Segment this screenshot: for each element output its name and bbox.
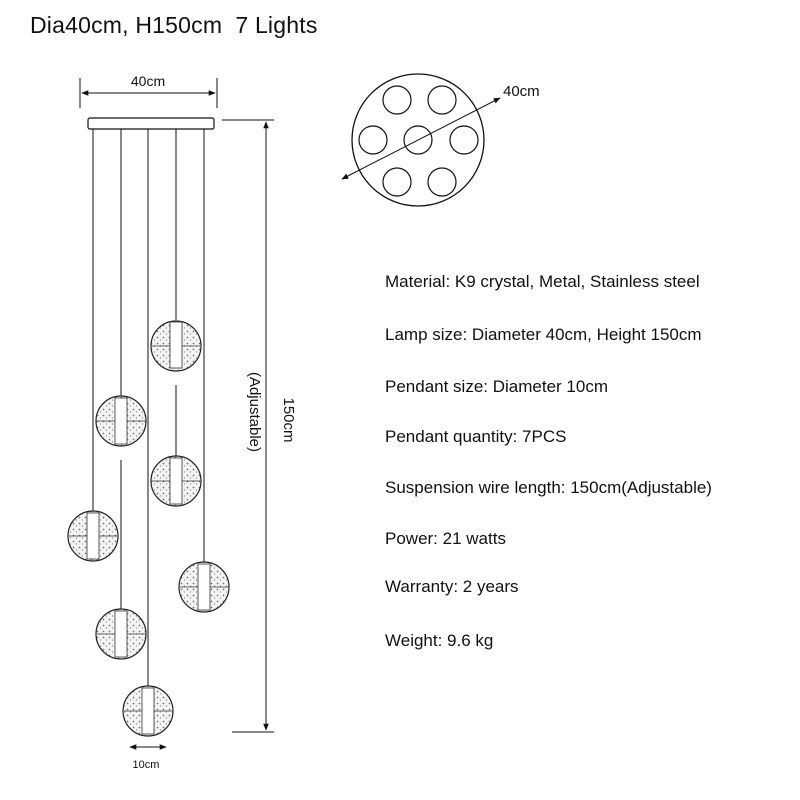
canopy <box>87 117 215 130</box>
spec-warranty: Warranty: 2 years <box>385 577 519 596</box>
spec-power: Power: 21 watts <box>385 529 506 548</box>
pendant <box>95 608 147 660</box>
spec-weight: Weight: 9.6 kg <box>385 631 494 650</box>
pendant-width-dimension: 10cm <box>129 744 167 771</box>
spec-lamp-size: Lamp size: Diameter 40cm, Height 150cm <box>385 325 702 344</box>
pendant <box>150 320 202 372</box>
suspension-wires <box>92 129 205 686</box>
height-label: 150cm <box>280 397 297 442</box>
plan-view: 40cm <box>341 73 540 207</box>
product-title: Dia40cm, H150cm 7 Lights <box>30 12 318 38</box>
pendant <box>178 561 230 613</box>
pendant-width-label: 10cm <box>133 759 160 771</box>
spec-pendant-size: Pendant size: Diameter 10cm <box>385 377 608 396</box>
pendant <box>122 685 174 737</box>
plan-diameter-label: 40cm <box>503 83 540 100</box>
top-width-label: 40cm <box>131 73 165 89</box>
pendant <box>67 510 119 562</box>
pendant <box>150 455 202 507</box>
pendant <box>95 395 147 447</box>
spec-material: Material: K9 crystal, Metal, Stainless s… <box>385 272 700 291</box>
spec-pendant-quantity: Pendant quantity: 7PCS <box>385 427 567 446</box>
top-width-dimension: 40cm <box>79 73 218 108</box>
height-adjustable-label: (Adjustable) <box>246 372 263 452</box>
spec-wire-length: Suspension wire length: 150cm(Adjustable… <box>385 478 712 497</box>
height-dimension: 150cm (Adjustable) <box>222 119 297 733</box>
